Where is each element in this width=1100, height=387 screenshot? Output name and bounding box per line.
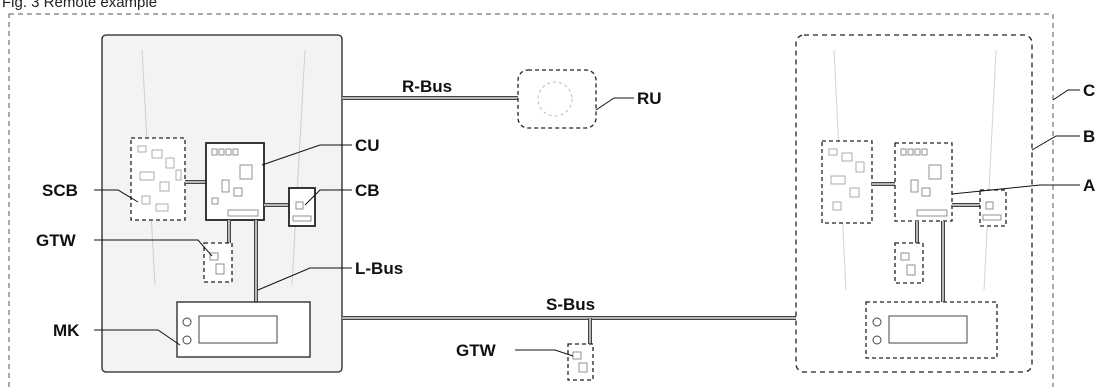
gtw-bottom-board [567, 343, 594, 381]
leader-lines [94, 89, 1080, 357]
label-l-bus: L-Bus [355, 259, 403, 278]
system-boundary-c [8, 13, 1054, 387]
label-cb: CB [355, 181, 380, 200]
label-mk: MK [53, 321, 80, 340]
label-a: A [1083, 176, 1095, 195]
secondary-cu-board [894, 142, 953, 222]
label-b: B [1083, 127, 1095, 146]
gtw-left-board [203, 242, 233, 283]
secondary-gtw-board [894, 242, 924, 284]
label-s-bus: S-Bus [546, 295, 595, 314]
figure-caption: Fig. 3 Remote example [2, 0, 158, 11]
secondary-mk-control-panel [865, 301, 998, 359]
secondary-scb-board [821, 140, 873, 224]
cb-board [288, 187, 316, 227]
label-c: C [1083, 81, 1095, 100]
label-scb: SCB [42, 181, 78, 200]
mk-control-panel [176, 301, 311, 358]
ru-room-unit [517, 69, 597, 129]
scb-board [130, 137, 186, 221]
label-gtw-bottom: GTW [456, 341, 497, 360]
label-ru: RU [637, 89, 662, 108]
secondary-cb-board [979, 189, 1007, 227]
cu-board [205, 142, 265, 221]
label-r-bus: R-Bus [402, 77, 452, 96]
label-cu: CU [355, 136, 380, 155]
label-gtw-left: GTW [36, 231, 77, 250]
